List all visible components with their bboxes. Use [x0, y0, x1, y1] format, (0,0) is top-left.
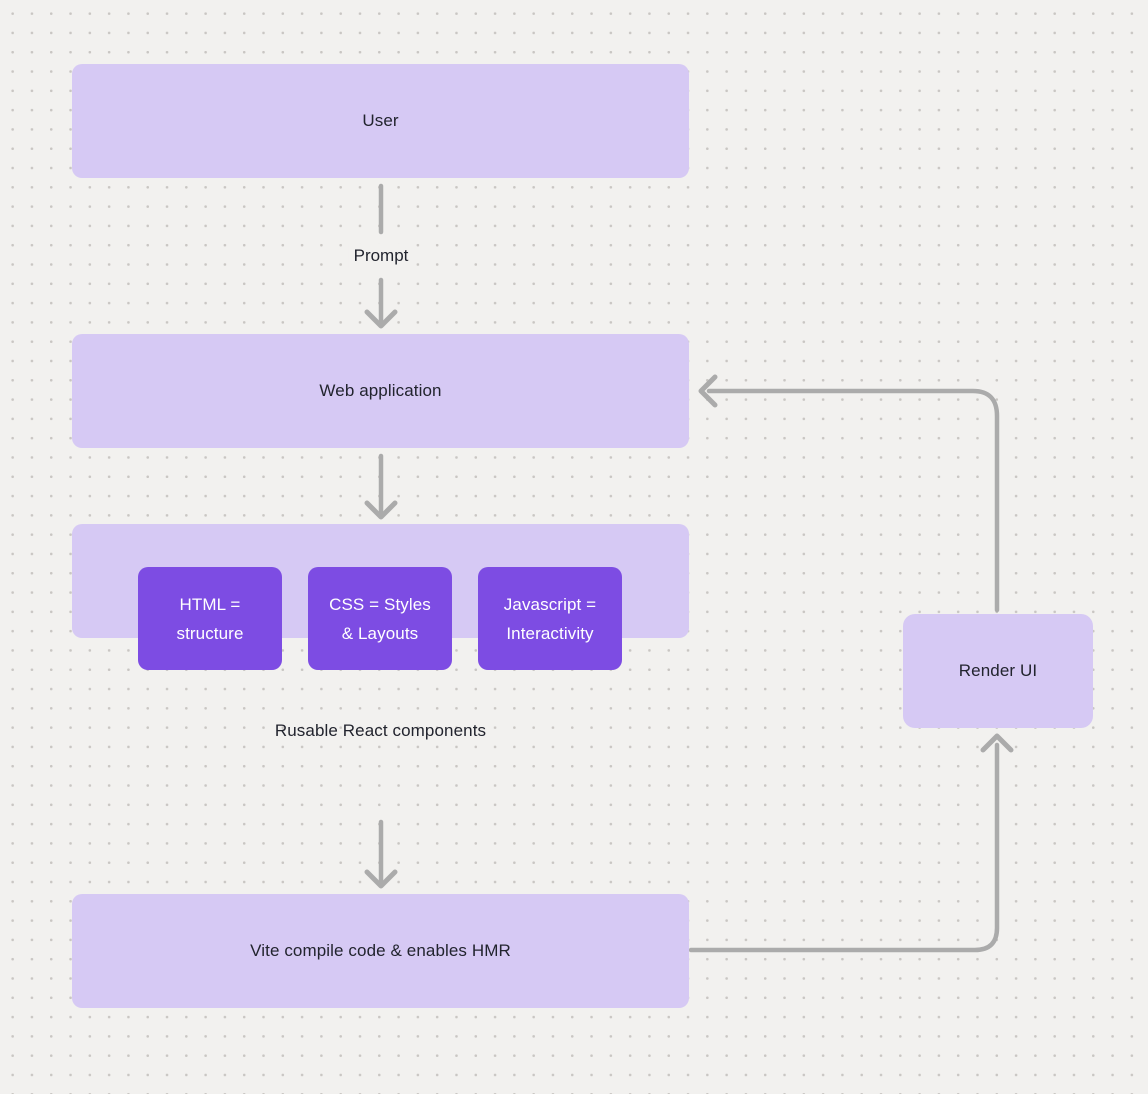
node-components-group[interactable]: HTML = structure CSS = Styles & Layouts … — [72, 524, 689, 740]
node-vite[interactable]: Vite compile code & enables HMR — [72, 894, 689, 1008]
arrowhead-down-group — [364, 500, 398, 520]
node-user[interactable]: User — [72, 64, 689, 178]
edge-label-prompt: Prompt — [348, 244, 414, 268]
node-web-application-label: Web application — [319, 381, 442, 400]
arrowhead-left-webapp — [698, 374, 718, 408]
components-group-caption: Rusable React components — [274, 721, 487, 740]
chip-javascript-line2: Interactivity — [506, 623, 594, 643]
arrowhead-up-renderui — [980, 733, 1014, 753]
chip-javascript-line1: Javascript = — [503, 594, 597, 614]
chip-css[interactable]: CSS = Styles & Layouts — [308, 567, 452, 670]
node-user-label: User — [362, 111, 399, 130]
edge-renderui-to-webapp — [706, 388, 1000, 613]
node-render-ui[interactable]: Render UI — [903, 614, 1093, 728]
node-vite-label: Vite compile code & enables HMR — [250, 941, 511, 960]
arrowhead-down-vite — [364, 869, 398, 889]
node-render-ui-label: Render UI — [958, 661, 1038, 680]
node-web-application[interactable]: Web application — [72, 334, 689, 448]
chip-css-line1: CSS = Styles — [329, 594, 431, 614]
edge-vite-to-renderui — [688, 742, 1000, 953]
chip-javascript[interactable]: Javascript = Interactivity — [478, 567, 622, 670]
chip-html[interactable]: HTML = structure — [138, 567, 282, 670]
chip-html-line2: structure — [176, 623, 244, 643]
arrowhead-down-webapp — [364, 309, 398, 329]
chip-css-line2: & Layouts — [341, 623, 419, 643]
chip-html-line1: HTML = — [179, 594, 241, 614]
